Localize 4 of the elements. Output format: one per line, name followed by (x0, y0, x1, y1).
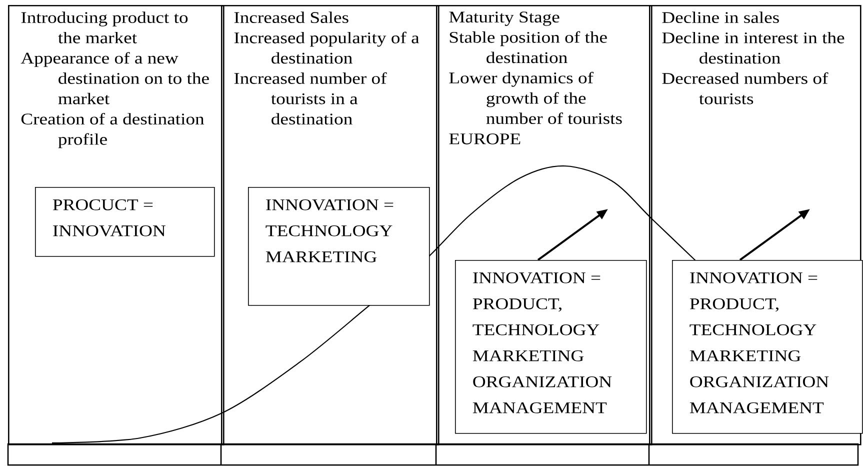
innovation-box: PROCUCT = INNOVATION (35, 187, 215, 257)
innovation-box: INNOVATION = PRODUCT, TECHNOLOGY MARKETING ORGANIZATION MANAGEMENT (455, 260, 647, 434)
innovation-box: INNOVATION = TECHNOLOGY MARKETING (248, 187, 430, 306)
innovation-box: INNOVATION = PRODUCT, TECHNOLOGY MARKETING ORGANIZATION MANAGEMENT (672, 260, 863, 434)
